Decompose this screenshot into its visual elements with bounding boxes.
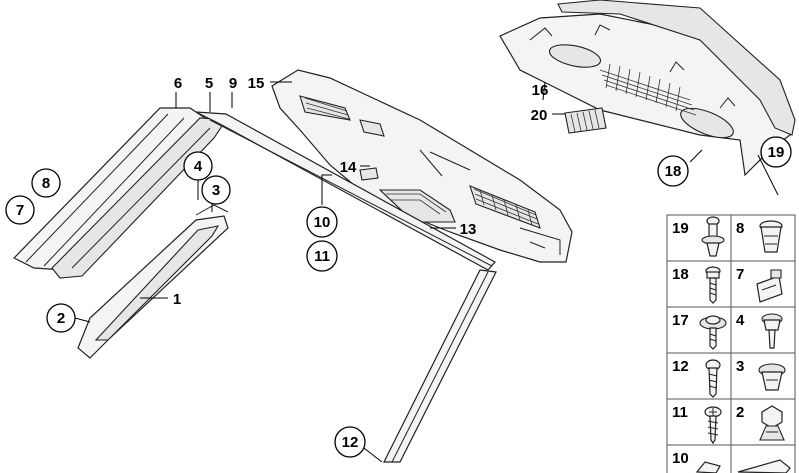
callout-12: 12 (334, 426, 366, 458)
legend-label-17: 17 (672, 312, 689, 329)
legend-label-3: 3 (736, 358, 744, 375)
fastener-legend: 19 8 18 7 17 4 12 3 11 2 10 (666, 214, 796, 473)
body-clip-icon (759, 405, 785, 441)
oval-screw-icon (705, 359, 721, 398)
legend-label-18: 18 (672, 266, 689, 283)
callout-20: 20 (531, 107, 548, 124)
callout-2: 2 (46, 303, 76, 333)
svg-text:11: 11 (314, 248, 330, 265)
expansion-nut-icon (759, 220, 783, 253)
callout-18: 18 (657, 155, 689, 187)
legend-label-2: 2 (736, 404, 744, 421)
legend-label-7: 7 (736, 266, 744, 283)
callout-6: 6 (174, 75, 182, 92)
callout-7: 7 (5, 195, 35, 225)
push-rivet-icon (701, 216, 725, 257)
clip-bracket-icon (756, 269, 783, 303)
svg-text:2: 2 (57, 310, 65, 327)
callout-16: 16 (532, 82, 549, 99)
svg-text:12: 12 (342, 434, 359, 451)
flange-screw-icon (699, 315, 727, 350)
seal-clip-3 (195, 204, 229, 216)
callout-3: 3 (201, 175, 231, 205)
callout-5: 5 (205, 75, 213, 92)
svg-text:10: 10 (314, 214, 331, 231)
screw-washer-icon (705, 266, 721, 304)
rear-upper-trim-part (499, 0, 796, 177)
callout-4: 4 (183, 151, 213, 181)
spreader-nut-icon (758, 363, 786, 391)
callout-13: 13 (460, 221, 477, 238)
callout-19: 19 (760, 136, 792, 168)
a-pillar-trim-part (51, 117, 227, 279)
svg-text:18: 18 (665, 163, 682, 180)
legend-label-11: 11 (672, 404, 688, 421)
legend-label-8: 8 (736, 220, 744, 237)
legend-label-10: 10 (672, 450, 689, 467)
front-header-trim-part (271, 69, 573, 263)
sheet-metal-screw-icon (704, 406, 722, 445)
svg-text:19: 19 (768, 144, 785, 161)
legend-label-4: 4 (736, 312, 745, 329)
svg-text:8: 8 (42, 175, 50, 192)
callout-15: 15 (248, 75, 265, 92)
callout-8: 8 (31, 168, 61, 198)
b-pillar-seal-12 (383, 269, 497, 463)
svg-text:4: 4 (194, 158, 203, 175)
legend-label-19: 19 (672, 220, 689, 237)
legend-label-12: 12 (672, 358, 689, 375)
svg-text:3: 3 (212, 182, 220, 199)
callout-9: 9 (229, 75, 237, 92)
a-pillar-lower-trim-1 (77, 215, 229, 359)
callout-14: 14 (340, 159, 357, 176)
cover-part-20 (564, 107, 607, 134)
callout-10: 10 (306, 206, 338, 238)
svg-text:7: 7 (16, 202, 24, 219)
callout-11: 11 (306, 240, 338, 272)
plastic-rivet-icon (761, 313, 783, 349)
roof-side-seal-5 (195, 111, 496, 271)
callout-1: 1 (173, 291, 181, 308)
